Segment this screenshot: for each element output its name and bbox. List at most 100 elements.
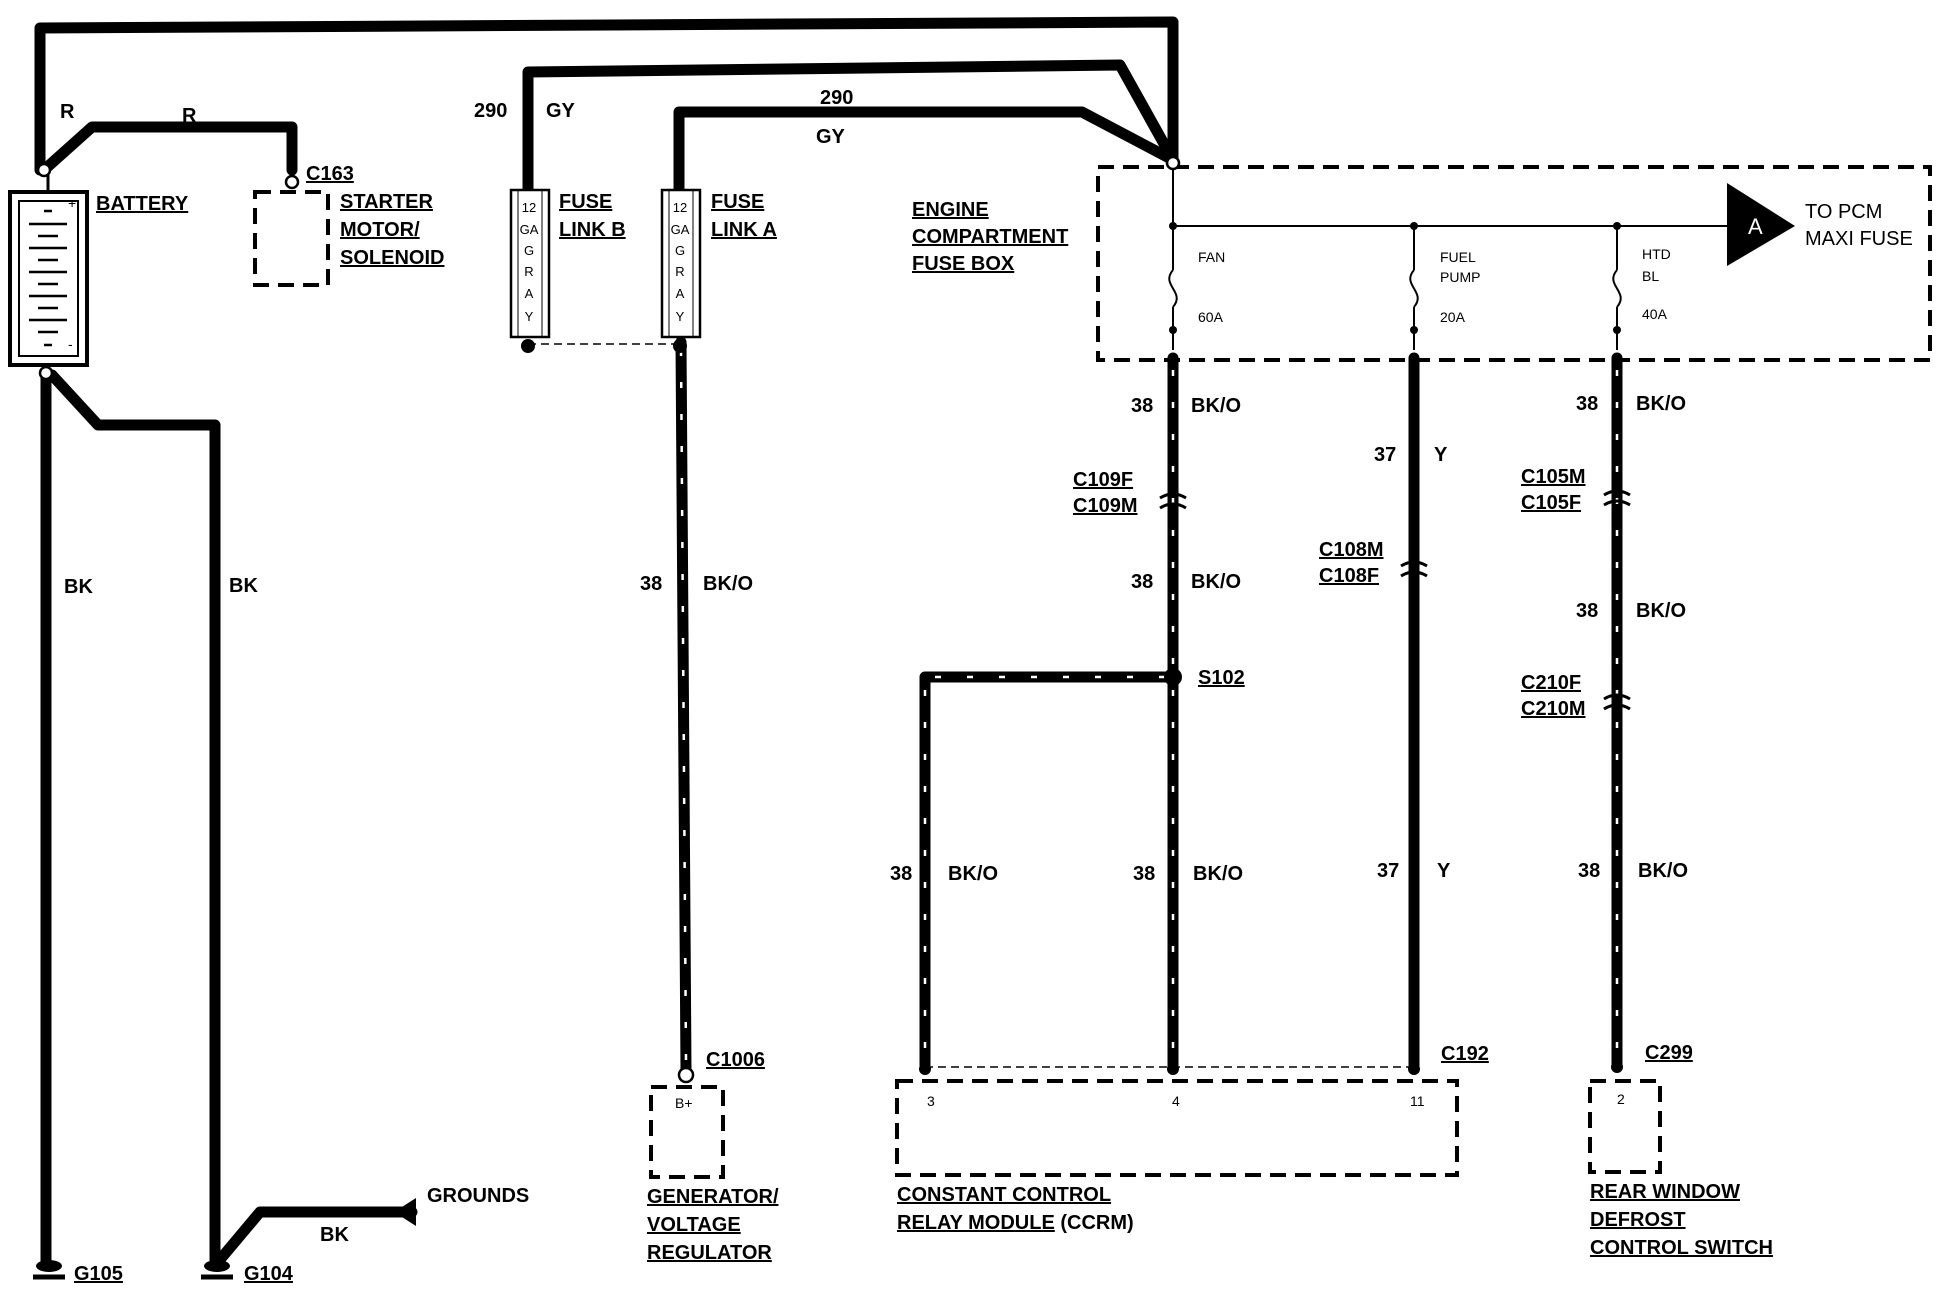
wire-label-38-branch-color: BK/O xyxy=(948,863,998,885)
pcm-label-2: MAXI FUSE xyxy=(1805,228,1913,250)
wire-label-38-htd-b-color: BK/O xyxy=(1636,600,1686,622)
ccrm-label-1: CONSTANT CONTROL xyxy=(897,1184,1111,1206)
c192-label: C192 xyxy=(1441,1043,1489,1065)
c163-label: C163 xyxy=(306,163,354,185)
wire-label-38-htd-a-color: BK/O xyxy=(1636,393,1686,415)
wire-label-37-a-color: Y xyxy=(1434,444,1448,466)
generator-label-3: REGULATOR xyxy=(647,1242,772,1264)
fuse-link-b: 12 GA G R A Y xyxy=(509,188,551,353)
fuse-link-a-label-1: FUSE xyxy=(711,191,764,213)
fuse-link-a-gauge-3: R xyxy=(675,264,684,279)
ccrm-box xyxy=(895,1079,1459,1177)
ground-g105-icon xyxy=(33,1260,65,1280)
wire-label-bk-mid: BK xyxy=(229,575,258,597)
fuse-htd-bl: HTD BL 40A xyxy=(1612,222,1671,350)
wire-290-fuse-link-a xyxy=(673,106,1179,196)
generator-box xyxy=(649,1085,725,1179)
c109m-label: C109M xyxy=(1073,495,1137,517)
g105-label: G105 xyxy=(74,1263,123,1285)
wire-label-38-fan-b-num: 38 xyxy=(1131,571,1153,593)
wire-label-38-fan-c-color: BK/O xyxy=(1193,863,1243,885)
connector-c105 xyxy=(1603,489,1631,507)
c299-label: C299 xyxy=(1645,1042,1693,1064)
fuse-link-b-label-2: LINK B xyxy=(559,219,626,241)
wire-label-290-top-color: GY xyxy=(816,126,846,148)
wire-label-37-b-num: 37 xyxy=(1377,860,1399,882)
wire-38-branch xyxy=(919,671,1179,1071)
c210f-label: C210F xyxy=(1521,672,1581,694)
pcm-marker-triangle xyxy=(1727,183,1795,266)
wire-label-38-gen-color: BK/O xyxy=(703,573,753,595)
fuse-link-b-label-1: FUSE xyxy=(559,191,612,213)
fuse-link-a-gauge-0: 12 xyxy=(673,200,687,215)
wire-label-38-htd-c-color: BK/O xyxy=(1638,860,1688,882)
c1006-label: C1006 xyxy=(706,1049,765,1071)
wire-label-37-a-num: 37 xyxy=(1374,444,1396,466)
wire-label-38-gen-num: 38 xyxy=(640,573,662,595)
battery-minus: - xyxy=(68,336,73,352)
fuse-link-b-gauge-5: Y xyxy=(525,309,534,324)
ccrm-pin-11: 11 xyxy=(1410,1093,1425,1109)
generator-label-2: VOLTAGE xyxy=(647,1214,741,1236)
fuse-link-a-gauge-2: G xyxy=(675,243,685,258)
connector-c210 xyxy=(1603,693,1631,711)
fuse-link-b-gauge-2: G xyxy=(524,243,534,258)
g104-label: G104 xyxy=(244,1263,294,1285)
fuse-fan-name: FAN xyxy=(1198,249,1225,265)
starter-label-2: MOTOR/ xyxy=(340,219,420,241)
fuse-fan-rating: 60A xyxy=(1198,309,1224,325)
connector-c109 xyxy=(1159,492,1187,510)
wire-label-38-htd-b-num: 38 xyxy=(1576,600,1598,622)
battery-label: BATTERY xyxy=(96,193,189,215)
wire-r-starter xyxy=(38,121,298,176)
ccrm-label-2: RELAY MODULE (CCRM) xyxy=(897,1212,1134,1234)
wire-label-38-htd-c-num: 38 xyxy=(1578,860,1600,882)
defrost-label-2: DEFROST xyxy=(1590,1209,1686,1231)
pcm-marker: A xyxy=(1748,214,1763,239)
fuse-box-label-3: FUSE BOX xyxy=(912,253,1015,275)
c105f-label: C105F xyxy=(1521,492,1581,514)
wire-label-r-mid: R xyxy=(182,105,197,127)
wire-label-bk-ground: BK xyxy=(320,1224,349,1246)
fuse-fuel-pump-name-2: PUMP xyxy=(1440,269,1480,285)
defrost-box xyxy=(1588,1079,1662,1174)
fuse-box xyxy=(1096,165,1932,362)
wire-label-38-fan-c-num: 38 xyxy=(1133,863,1155,885)
fuse-htd-bl-name-2: BL xyxy=(1642,268,1659,284)
c105m-label: C105M xyxy=(1521,466,1585,488)
wire-bk-g104 xyxy=(46,369,221,1268)
defrost-label-1: REAR WINDOW xyxy=(1590,1181,1740,1203)
wire-label-38-fan-a-color: BK/O xyxy=(1191,395,1241,417)
fuse-fuel-pump: FUEL PUMP 20A xyxy=(1409,222,1480,350)
ccrm-label-2b: (CCRM) xyxy=(1055,1212,1134,1234)
starter-label-3: SOLENOID xyxy=(340,247,444,269)
splice-s102 xyxy=(1164,668,1182,686)
wire-290-fuse-link-b xyxy=(522,59,1179,196)
fuse-link-a-label-2: LINK A xyxy=(711,219,777,241)
starter-box xyxy=(253,190,330,287)
ccrm-pin-4: 4 xyxy=(1172,1093,1180,1109)
c108m-label: C108M xyxy=(1319,539,1383,561)
wire-label-290-left-num: 290 xyxy=(474,100,507,122)
pcm-label-1: TO PCM xyxy=(1805,201,1882,223)
fuse-link-a: 12 GA G R A Y xyxy=(660,188,702,353)
ground-g104-icon xyxy=(201,1260,233,1280)
wire-label-bk-left: BK xyxy=(64,576,93,598)
starter-label-1: STARTER xyxy=(340,191,434,213)
wire-label-r-top: R xyxy=(60,101,75,123)
wire-label-37-b-color: Y xyxy=(1437,860,1451,882)
fuse-link-b-gauge-4: A xyxy=(525,286,534,301)
grounds-arrow-icon xyxy=(394,1198,416,1226)
battery-plus: + xyxy=(68,195,76,211)
wire-r-main xyxy=(34,16,1179,176)
s102-label: S102 xyxy=(1198,667,1245,689)
fuse-link-b-gauge-0: 12 xyxy=(522,200,536,215)
fuse-link-b-gauge-3: R xyxy=(524,264,533,279)
wire-bk-grounds xyxy=(212,1206,418,1268)
c210m-label: C210M xyxy=(1521,698,1585,720)
grounds-label: GROUNDS xyxy=(427,1185,529,1207)
battery: + - xyxy=(8,162,89,381)
c108f-label: C108F xyxy=(1319,565,1379,587)
wire-label-38-fan-a-num: 38 xyxy=(1131,395,1153,417)
